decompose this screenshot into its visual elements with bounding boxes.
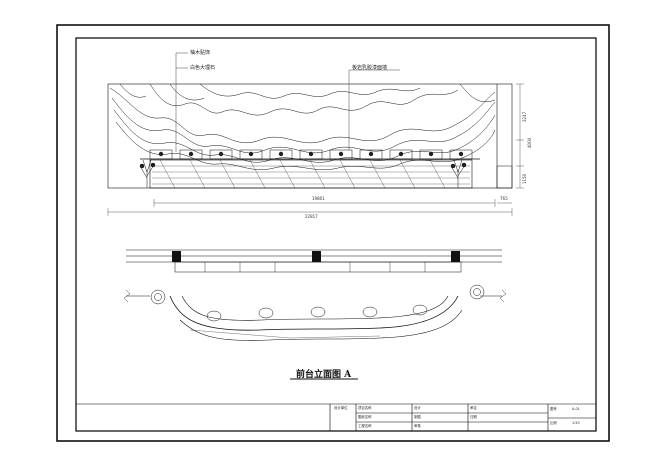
display-niches (149, 149, 473, 160)
elevation-outline (107, 83, 513, 189)
plan-view (123, 249, 507, 341)
plan-columns (172, 251, 460, 262)
title-block-drawing-name: 图纸名称 (358, 415, 372, 419)
annotation-feature-wall: 板岩乳胶漆面墙 (352, 65, 388, 71)
plant-right (450, 159, 467, 188)
annotation-wood-veneer: 柚木贴饰 (190, 50, 211, 56)
dimension-overall-height: 4000 (527, 137, 532, 148)
title-block-scale-value: 1:50 (572, 421, 580, 425)
plan-counter (169, 295, 463, 341)
niche-ornaments (158, 151, 464, 157)
drawing-title: 前台立面图 A (296, 370, 352, 380)
dimension-counter-width: 19801 (312, 196, 325, 201)
plan-plants (150, 284, 485, 305)
title-block-checker: 审核 (414, 424, 421, 428)
plan-chairs (206, 304, 428, 322)
leader-lines (175, 52, 400, 152)
title-block-date: 日期 (470, 415, 477, 419)
counter-body (149, 159, 473, 189)
wave-pattern (109, 83, 496, 170)
title-block-drafter: 制图 (414, 415, 421, 419)
title-block-drawing-no: 图号 (550, 407, 557, 411)
title-block-project: 项目名称 (358, 406, 372, 410)
dimension-upper-height: 3247 (522, 111, 527, 122)
annotation-white-marble: 白色大理石 (190, 65, 216, 71)
title-block-designer: 设计 (414, 406, 421, 410)
dimension-side-offset: 765 (500, 196, 508, 201)
title-block-scale-label: 比例 (550, 421, 557, 425)
title-block (76, 403, 596, 431)
dimension-base-height: 1150 (522, 173, 527, 184)
outer-border (56, 24, 610, 442)
inner-border (75, 37, 597, 432)
plant-left (139, 159, 156, 188)
title-block-design-unit: 设计单位 (334, 406, 348, 410)
dimension-total-width: 22817 (305, 214, 318, 219)
title-block-approver: 审定 (470, 406, 477, 410)
title-block-engineering: 工程名称 (358, 424, 372, 428)
elevation-dimensions (107, 83, 524, 216)
elevation-view (107, 52, 513, 189)
title-block-sheet: A-01 (572, 407, 580, 411)
